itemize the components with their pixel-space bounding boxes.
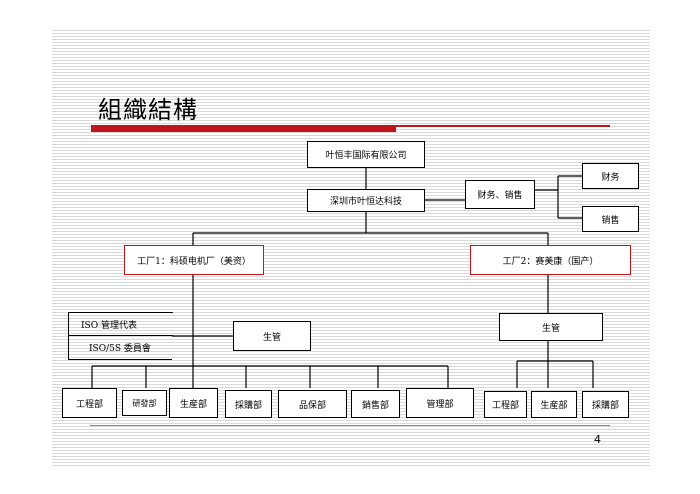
- f1-dept-purchasing: 採購部: [225, 390, 272, 418]
- root-company-box: 叶恒丰国际有限公司: [307, 141, 425, 168]
- f2-dept-purchasing: 採購部: [582, 391, 629, 418]
- footer-rule: [90, 425, 610, 426]
- tech-company-box: 深圳市叶恒达科技: [307, 189, 425, 212]
- iso-rep-row: ISO 管理代表: [69, 312, 173, 335]
- factory1-box: 工厂1：科硕电机厂（美资）: [124, 245, 264, 275]
- production-mgmt-box-2: 生管: [499, 313, 603, 341]
- iso-group: ISO 管理代表 ISO/5S 委員會: [68, 312, 173, 360]
- factory2-box: 工厂2：赛美康（国产）: [470, 245, 631, 275]
- f1-dept-engineering: 工程部: [62, 388, 117, 418]
- f1-dept-admin: 管理部: [406, 388, 474, 418]
- iso-committee-row: ISO/5S 委員會: [69, 335, 173, 359]
- finance-sales-box: 财务、销售: [465, 180, 535, 209]
- page-number: 4: [594, 433, 601, 446]
- title-underline-bar: [91, 125, 396, 132]
- sales-box: 销售: [582, 206, 639, 232]
- f1-dept-qa: 品保部: [278, 390, 347, 418]
- page-title: 組織結構: [98, 96, 198, 124]
- production-mgmt-box-1: 生管: [233, 321, 311, 351]
- title-underline-line: [396, 125, 610, 127]
- f2-dept-engineering: 工程部: [484, 391, 527, 418]
- f1-dept-rnd: 研發部: [122, 390, 167, 416]
- f1-dept-production: 生産部: [169, 388, 218, 418]
- f2-dept-production: 生産部: [531, 391, 577, 418]
- finance-box: 财务: [582, 163, 639, 189]
- f1-dept-sales: 銷售部: [351, 390, 400, 418]
